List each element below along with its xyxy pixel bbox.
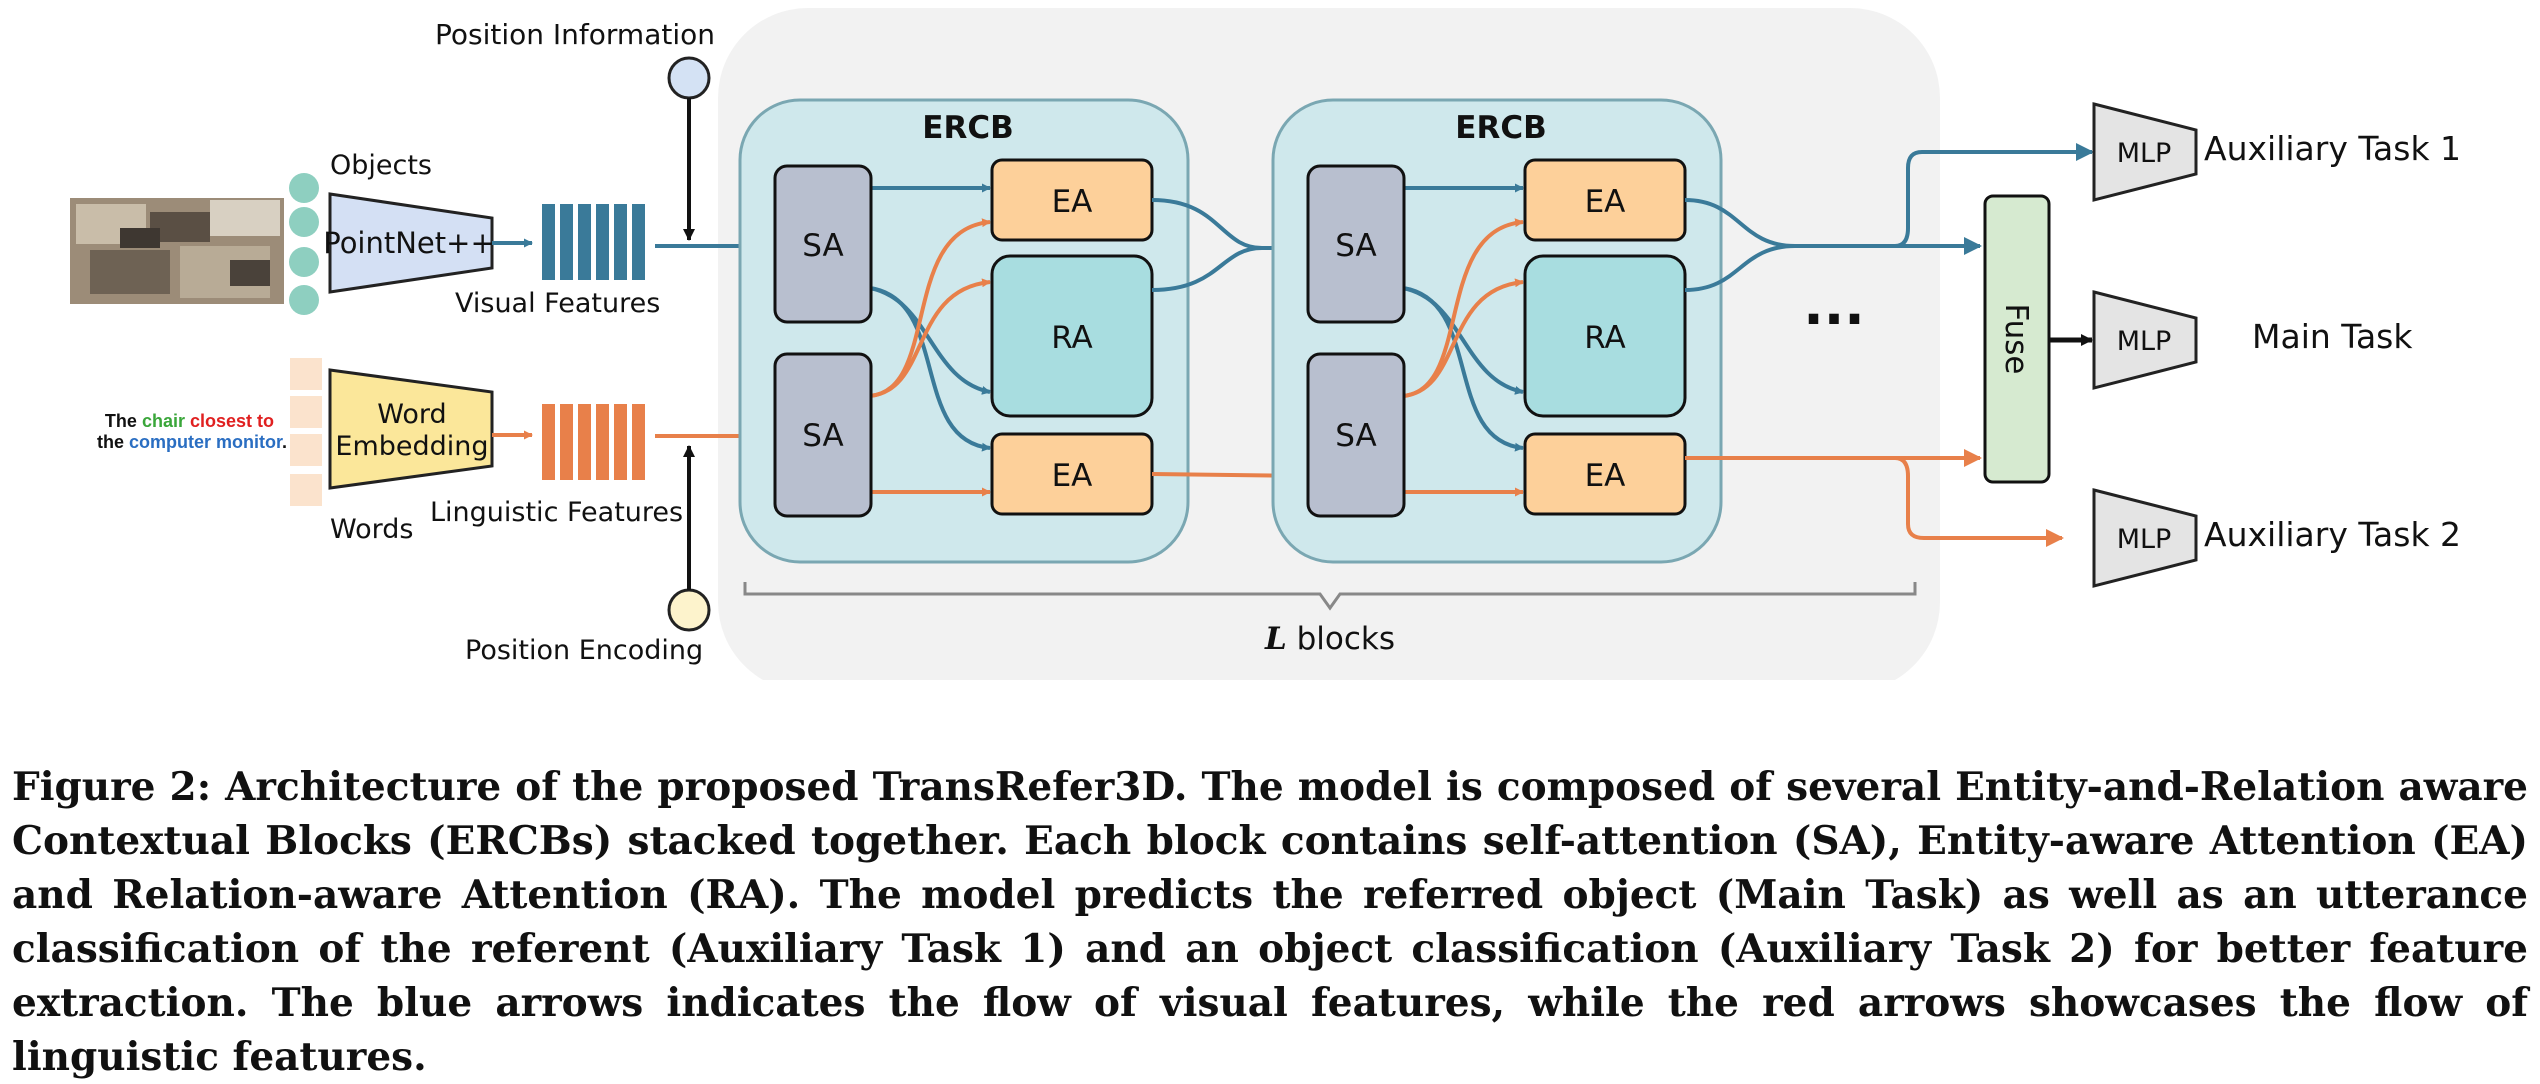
ercb-title-1: ERCB bbox=[922, 110, 1013, 146]
word-embedding-label-1: Word bbox=[377, 399, 446, 430]
linguistic-features-label: Linguistic Features bbox=[430, 497, 683, 528]
ea-top-label-2: EA bbox=[1585, 184, 1626, 220]
objects-label: Objects bbox=[330, 150, 432, 181]
sa-bottom-2 bbox=[1306, 352, 1406, 518]
object-points bbox=[289, 173, 319, 315]
position-encoding-label: Position Encoding bbox=[465, 635, 703, 666]
ercb-block-1: ERCB SA SA EA RA EA bbox=[738, 98, 1190, 564]
sa-bottom-label-1: SA bbox=[802, 418, 843, 454]
architecture-diagram: Objects PointNet++ Visual Features Words… bbox=[70, 8, 2461, 680]
pointnet-label: PointNet++ bbox=[323, 226, 495, 260]
task-main-label: Main Task bbox=[2252, 317, 2413, 356]
mlp-main bbox=[2092, 290, 2198, 390]
pointnet-encoder bbox=[328, 192, 494, 294]
word-tokens bbox=[290, 358, 322, 506]
ercb-block-2: ERCB SA SA EA RA EA bbox=[1271, 98, 1723, 564]
scene-image bbox=[70, 198, 284, 304]
word-embedding-label-2: Embedding bbox=[335, 431, 488, 462]
mlp-aux2 bbox=[2092, 488, 2198, 588]
sa-top-2 bbox=[1306, 164, 1406, 324]
fuse-label: Fuse bbox=[1998, 303, 2034, 374]
linguistic-feature-tokens bbox=[542, 404, 645, 480]
ra-2 bbox=[1523, 254, 1687, 418]
architecture-diagram-svg: Objects PointNet++ Visual Features Words… bbox=[70, 8, 2461, 680]
l-blocks-label: L blocks bbox=[1264, 621, 1395, 657]
ea-bottom-label-1: EA bbox=[1052, 458, 1093, 494]
sa-bottom-1 bbox=[773, 352, 873, 518]
mlp-main-label: MLP bbox=[2117, 326, 2172, 357]
sa-bottom-label-2: SA bbox=[1335, 418, 1376, 454]
task-aux2-label: Auxiliary Task 2 bbox=[2204, 515, 2461, 554]
ea-bottom-label-2: EA bbox=[1585, 458, 1626, 494]
sentence-line-1: The chair closest to bbox=[105, 411, 274, 431]
visual-features-label: Visual Features bbox=[455, 288, 660, 319]
ra-label-1: RA bbox=[1051, 320, 1093, 356]
position-encoding-node bbox=[667, 588, 711, 632]
ea-bottom-2 bbox=[1523, 432, 1687, 516]
words-label: Words bbox=[330, 514, 413, 545]
word-embedding-encoder bbox=[328, 368, 494, 490]
sa-top-label-2: SA bbox=[1335, 228, 1376, 264]
position-information-node bbox=[667, 56, 711, 100]
sa-top-1 bbox=[773, 164, 873, 324]
sentence-line-2: the computer monitor. bbox=[97, 432, 287, 452]
ellipsis: ... bbox=[1803, 274, 1865, 337]
position-information-label: Position Information bbox=[435, 18, 715, 51]
ra-label-2: RA bbox=[1584, 320, 1626, 356]
mlp-aux1-label: MLP bbox=[2117, 138, 2172, 169]
figure-caption: Figure 2: Architecture of the proposed T… bbox=[12, 764, 2528, 1080]
sa-top-label-1: SA bbox=[802, 228, 843, 264]
l-blocks-brace bbox=[743, 582, 1917, 611]
task-aux1-label: Auxiliary Task 1 bbox=[2204, 129, 2461, 168]
ra-1 bbox=[990, 254, 1154, 418]
mlp-aux2-label: MLP bbox=[2117, 524, 2172, 555]
ea-top-label-1: EA bbox=[1052, 184, 1093, 220]
visual-feature-tokens bbox=[542, 204, 645, 280]
mlp-aux1 bbox=[2092, 102, 2198, 202]
ercb-title-2: ERCB bbox=[1455, 110, 1546, 146]
